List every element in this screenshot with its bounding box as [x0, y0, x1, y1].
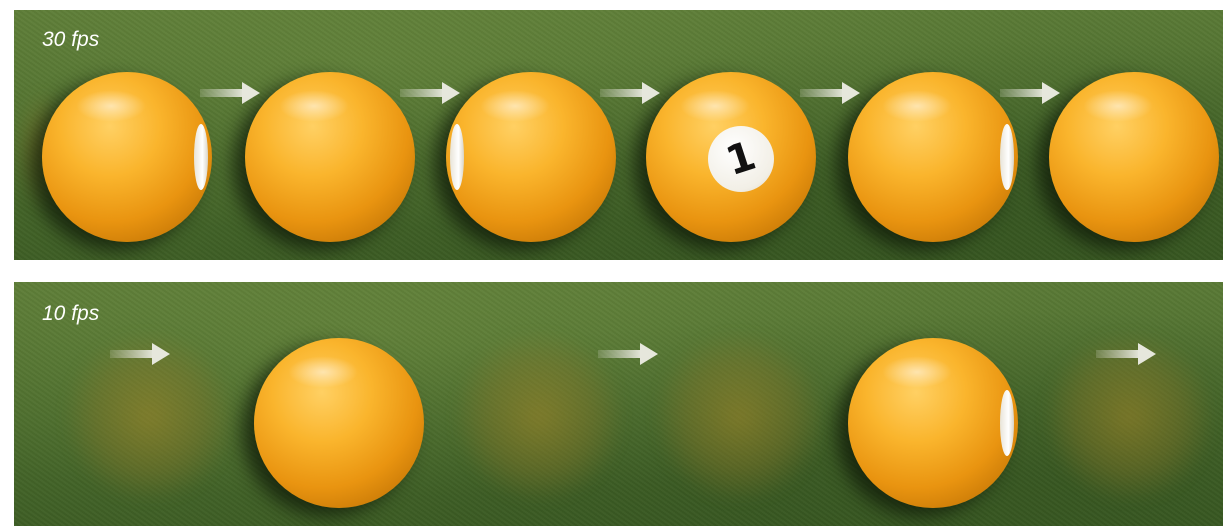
ball-stripe-edge — [1000, 390, 1014, 456]
ball-highlight — [882, 90, 952, 122]
panel-30fps: 30 fps 1 — [14, 10, 1223, 260]
pool-ball-numbered: 1 — [646, 72, 816, 242]
pool-ball — [254, 338, 424, 508]
ball-stripe-edge — [1000, 124, 1014, 190]
ball-number: 1 — [720, 132, 762, 186]
panel-10fps: 10 fps — [14, 282, 1223, 526]
right-arrow-icon — [110, 343, 170, 365]
panel-label: 10 fps — [42, 302, 100, 325]
right-arrow-icon — [800, 82, 860, 104]
ball-stripe-edge — [450, 124, 464, 190]
ball-number-disc: 1 — [708, 126, 774, 192]
panel-label: 30 fps — [42, 28, 100, 51]
ball-highlight — [882, 356, 952, 388]
right-arrow-icon — [1000, 82, 1060, 104]
ball-highlight — [76, 90, 146, 122]
right-arrow-icon — [598, 343, 658, 365]
motion-blur-frame — [654, 332, 824, 502]
pool-ball — [42, 72, 212, 242]
pool-ball — [245, 72, 415, 242]
right-arrow-icon — [200, 82, 260, 104]
ball-highlight — [680, 90, 750, 122]
right-arrow-icon — [1096, 343, 1156, 365]
pool-ball — [848, 72, 1018, 242]
ball-highlight — [279, 90, 349, 122]
ball-highlight — [480, 90, 550, 122]
right-arrow-icon — [400, 82, 460, 104]
motion-blur-frame — [454, 332, 624, 502]
right-arrow-icon — [600, 82, 660, 104]
pool-ball — [446, 72, 616, 242]
pool-ball — [848, 338, 1018, 508]
ball-highlight — [288, 356, 358, 388]
motion-blur-frame — [64, 332, 234, 502]
motion-blur-frame — [1044, 332, 1214, 502]
pool-ball — [1049, 72, 1219, 242]
ball-highlight — [1083, 90, 1153, 122]
ball-stripe-edge — [194, 124, 208, 190]
